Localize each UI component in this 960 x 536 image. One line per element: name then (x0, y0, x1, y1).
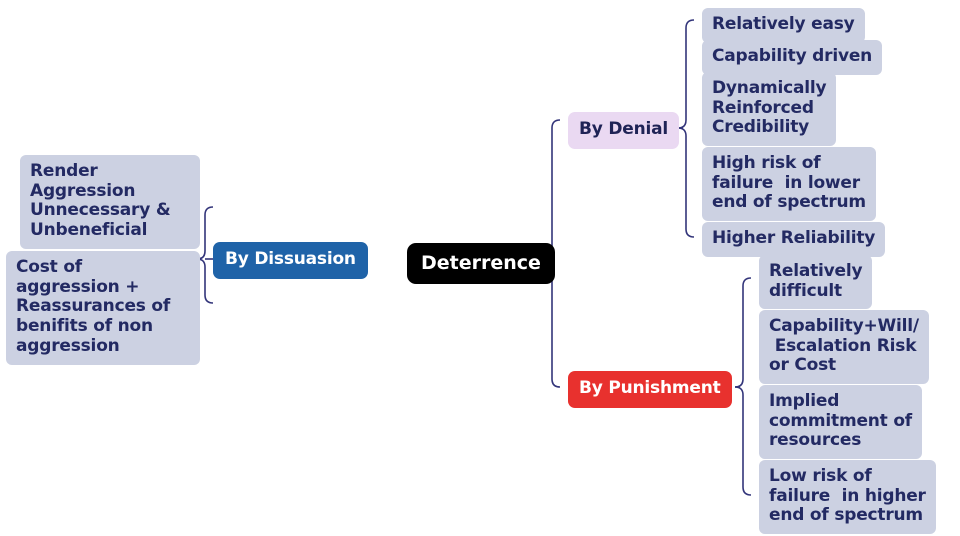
leaf-implied-commitment-of-resources[interactable]: Implied commitment of resources (759, 385, 923, 460)
branch-node-by-denial[interactable]: By Denial (568, 112, 680, 149)
leaf-capability-will-escalation-risk[interactable]: Capability+Will/ Escalation Risk or Cost (759, 310, 929, 385)
leaf-dynamically-reinforced-credibility[interactable]: Dynamically Reinforced Credibility (702, 72, 837, 147)
connector-punishment-children (734, 277, 752, 496)
leaf-relatively-difficult[interactable]: Relatively difficult (759, 255, 873, 310)
leaf-higher-reliability[interactable]: Higher Reliability (702, 222, 886, 257)
branch-node-by-dissuasion[interactable]: By Dissuasion (213, 242, 368, 279)
leaf-cost-of-aggression-reassurances[interactable]: Cost of aggression + Reassurances of ben… (6, 251, 200, 365)
leaf-relatively-easy[interactable]: Relatively easy (702, 8, 865, 43)
root-node-deterrence[interactable]: Deterrence (407, 243, 555, 285)
leaf-low-risk-of-failure-higher-end[interactable]: Low risk of failure in higher end of spe… (759, 460, 936, 535)
leaf-high-risk-of-failure-lower-end[interactable]: High risk of failure in lower end of spe… (702, 147, 876, 222)
branch-node-by-punishment[interactable]: By Punishment (568, 371, 732, 408)
leaf-render-aggression-unnecessary[interactable]: Render Aggression Unnecessary & Unbenefi… (20, 155, 200, 249)
connector-denial-children (677, 19, 695, 238)
leaf-capability-driven[interactable]: Capability driven (702, 40, 883, 75)
